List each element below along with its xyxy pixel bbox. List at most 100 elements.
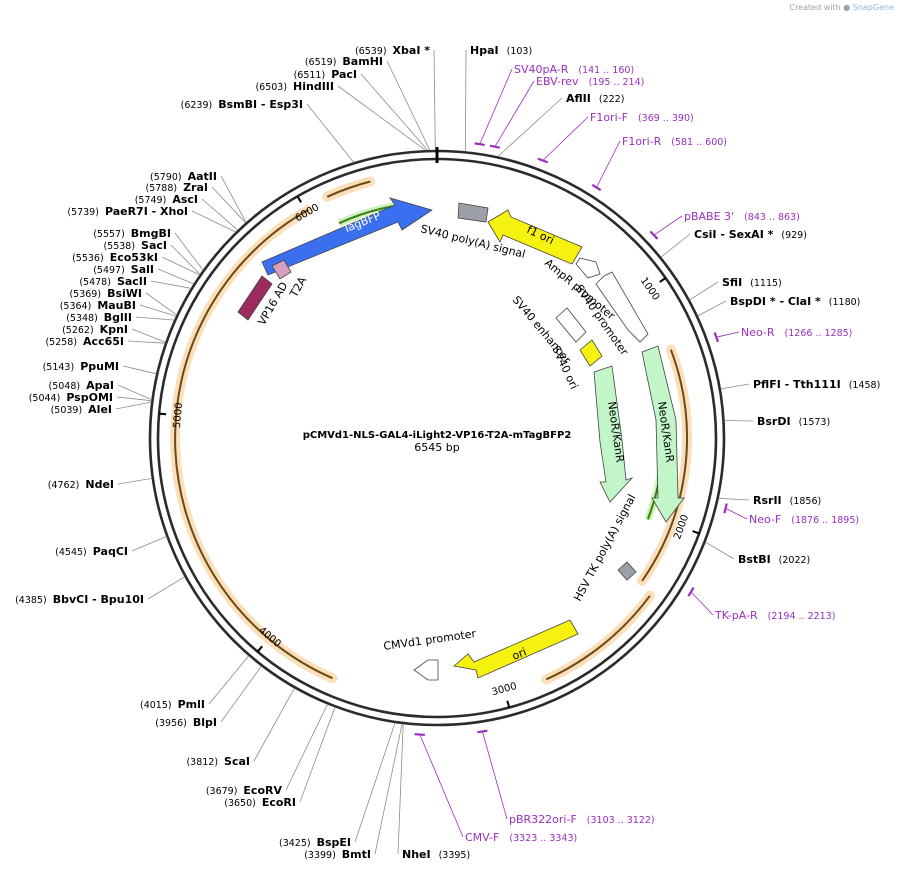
primer-cmv-f: CMV-F(3323 .. 3343) [465,831,577,844]
enzyme-site-ecorv: EcoRV(3679) [206,784,283,797]
enzyme-leader-blpi [220,665,262,723]
primer-name: pBR322ori-F [509,813,577,826]
enzyme-leader-ecorv [285,704,328,791]
enzyme-name: HpaI [470,44,499,57]
enzyme-coord: (6519) [305,57,337,68]
enzyme-coord: (4385) [15,595,47,606]
enzyme-leader-ppumi [122,365,157,375]
enzyme-leader-pspomi [116,396,152,402]
enzyme-coord: (2022) [779,555,811,566]
enzyme-site-saci: SacI(5538) [103,239,167,252]
enzyme-site-sfii: SfiI(1115) [722,276,782,289]
enzyme-site-maubi: MauBI (5364) [60,299,136,312]
credit-prefix: Created with [789,3,841,12]
feature-label-sv40-ori: SV40 ori [549,344,580,391]
enzyme-name: BmtI [342,848,371,861]
enzyme-leader-pflfi-tth111i [720,383,750,390]
enzyme-site-bspei: BspEI(3425) [279,836,351,849]
enzyme-name: MauBI [97,299,136,312]
orf-arc-top-left [326,180,371,198]
primer-mark-neo-r [713,332,720,343]
enzyme-name: PspOMI [66,391,113,404]
orf-arc-left [174,208,333,680]
enzyme-site-bbvci-bpu10i: BbvCI - Bpu10I (4385) [15,593,144,606]
primer-name: Neo-R [741,326,775,339]
primer-range: (3323 .. 3343) [509,833,577,844]
enzyme-coord: (4015) [140,700,172,711]
feature-label-hsv-tk-polya: HSV TK poly(A) signal [571,492,638,603]
enzyme-site-bspdi-clai: BspDI * - ClaI *(1180) [730,295,860,308]
enzyme-site-nhei: NheI(3395) [402,848,470,861]
enzyme-name: SacI [141,239,167,252]
enzyme-name: KpnI [100,323,128,336]
enzyme-coord: (5739) [67,207,99,218]
enzyme-coord: (5364) [60,301,92,312]
enzyme-leader-pmli [208,655,250,705]
enzyme-coord: (929) [781,230,807,241]
primer-tk-pa-r: TK-pA-R(2194 .. 2213) [714,609,835,622]
feature-sv40-polya [457,202,489,223]
primer-mark-pbabe-3 [649,230,659,240]
enzyme-name: BbvCI - Bpu10I [53,593,144,606]
enzyme-coord: (5143) [43,362,75,373]
enzyme-leader-asci [201,198,238,231]
enzyme-site-eco53ki: Eco53kI(5536) [72,251,158,264]
primer-leader-neo-f [725,508,748,520]
enzyme-site-bstbi: BstBI (2022) [738,553,810,566]
feature-label-cmvd1-promoter: CMVd1 promoter [383,627,478,653]
enzyme-name: BamHI [342,55,383,68]
enzyme-coord: (3812) [186,757,218,768]
enzyme-leader-aflii [497,97,563,157]
enzyme-coord: (3956) [155,718,187,729]
plasmid-name: pCMVd1-NLS-GAL4-iLight2-VP16-T2A-mTagBFP… [303,430,572,441]
enzyme-leader-bspei [354,722,396,843]
primer-pbabe-3: pBABE 3'(843 .. 863) [684,210,800,223]
enzyme-coord: (3679) [206,786,238,797]
primer-leader-cmv-f [419,734,464,838]
enzyme-coord: (3425) [279,838,311,849]
tick-mark-6000 [296,195,302,203]
enzyme-name: AleI [88,403,112,416]
enzyme-coord: (6503) [255,82,287,93]
enzyme-name: BspDI * - ClaI * [730,295,821,308]
enzyme-coord: (6511) [294,70,326,81]
enzyme-name: PpuMI [80,360,119,373]
enzyme-coord: (3395) [439,850,471,861]
primer-sv40pa-r: SV40pA-R(141 .. 160) [514,63,634,76]
enzyme-name: BstBI [738,553,771,566]
enzyme-name: PflFI - Tth111I [753,378,841,391]
enzyme-coord: (103) [507,46,533,57]
enzyme-coord: (5790) [150,172,182,183]
enzyme-leader-kpni [131,328,166,343]
enzyme-name: PaeR7I - XhoI [105,205,188,218]
enzyme-name: BsiWI [107,287,142,300]
enzyme-name: PacI [331,68,357,81]
feature-f1-ori [487,209,583,265]
enzyme-coord: (1573) [799,417,831,428]
enzyme-leader-alei [115,401,152,410]
orf-arc-right-inner [641,349,688,582]
primer-f1ori-r: F1ori-R(581 .. 600) [622,135,727,148]
enzyme-coord: (3399) [304,850,336,861]
primer-range: (581 .. 600) [671,137,727,148]
tick-mark-1000 [659,277,667,283]
enzyme-leader-bmgbi [174,232,204,271]
primer-mark-tk-pa-r [687,587,695,597]
enzyme-leader-sacii [150,280,191,289]
primer-mark-sv40pa-r [474,142,485,146]
feature-sv40-promoter [595,271,649,343]
primer-mark-neo-f [723,503,728,514]
plasmid-size: 6545 bp [414,441,459,454]
enzyme-name: AatII [188,170,217,183]
primer-range: (2194 .. 2213) [768,611,836,622]
enzyme-site-scai: ScaI (3812) [186,755,250,768]
enzyme-leader-acc65i [127,340,166,344]
primer-leader-ebv-rev [494,80,535,147]
enzyme-name: ScaI [224,755,250,768]
primer-pbr322ori-f: pBR322ori-F(3103 .. 3122) [509,813,655,826]
enzyme-name: BmgBI [131,227,171,240]
enzyme-coord: (5369) [69,289,101,300]
enzyme-site-apai: ApaI(5048) [49,379,115,392]
enzyme-leader-csii-sexai [660,233,691,258]
